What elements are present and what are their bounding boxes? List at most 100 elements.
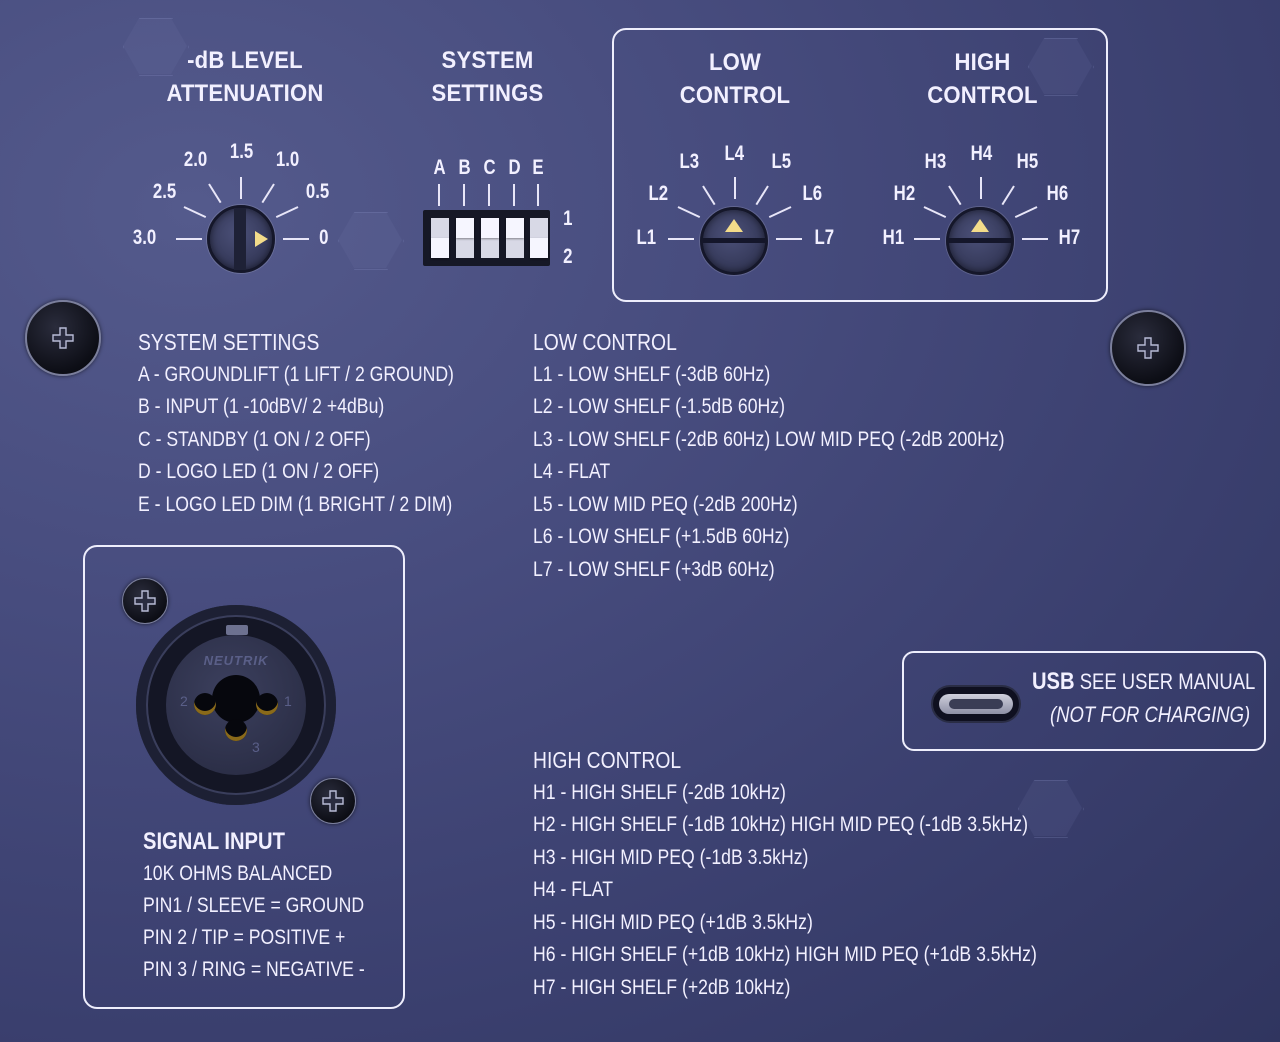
- tick-mark: [668, 238, 694, 240]
- panel-screw-right: [1110, 310, 1186, 386]
- attenuation-title-line1: -dB LEVEL: [187, 47, 303, 74]
- signal-input-line: PIN 2 / TIP = POSITIVE +: [143, 926, 346, 949]
- neutrik-logo: NEUTRIK: [203, 653, 269, 668]
- attenuation-label-0: 0: [319, 226, 329, 249]
- legend-item: E - LOGO LED DIM (1 BRIGHT / 2 DIM): [138, 492, 453, 516]
- legend-item: L2 - LOW SHELF (-1.5dB 60Hz): [533, 395, 785, 418]
- usb-box: [902, 651, 1266, 751]
- tick-mark: [208, 183, 222, 204]
- usb-port-shell: [939, 694, 1013, 714]
- knob-slot: [949, 238, 1011, 243]
- attenuation-knob[interactable]: [207, 205, 275, 273]
- jack-face: NEUTRIK 2 1 3: [166, 635, 306, 775]
- emboss-hexagon-outline: [338, 212, 404, 270]
- legend-item: L4 - FLAT: [533, 460, 611, 483]
- dip-switch-e[interactable]: [530, 218, 548, 258]
- legend-item: L1 - LOW SHELF (-3dB 60Hz): [533, 362, 771, 386]
- panel-screw-left: [25, 300, 101, 376]
- system-settings-legend-title: SYSTEM SETTINGS: [138, 329, 320, 355]
- system-settings-title: SYSTEM SETTINGS: [416, 44, 559, 110]
- xlr-pin-hole: [256, 693, 278, 715]
- legend-item: H4 - FLAT: [533, 878, 614, 901]
- low-control-legend: LOW CONTROL L1 - LOW SHELF (-3dB 60Hz) L…: [533, 326, 1005, 586]
- dip-switch-d[interactable]: [506, 218, 524, 258]
- knob-slot: [703, 238, 765, 243]
- high-label-h2: H2: [893, 182, 916, 205]
- connector-screw-bottom: [310, 778, 356, 824]
- legend-item: H7 - HIGH SHELF (+2dB 10kHz): [533, 975, 791, 999]
- attenuation-label-1-0: 1.0: [275, 148, 300, 171]
- system-settings-title-line1: SYSTEM: [441, 47, 534, 74]
- low-label-l2: L2: [648, 182, 669, 205]
- high-label-h4: H4: [970, 142, 993, 165]
- legend-item: A - GROUNDLIFT (1 LIFT / 2 GROUND): [138, 362, 454, 386]
- high-control-title-line1: HIGH: [954, 49, 1011, 76]
- switch-lever: [506, 218, 524, 238]
- tick-mark: [537, 184, 539, 206]
- low-label-l4: L4: [724, 142, 745, 165]
- xlr-combo-jack[interactable]: NEUTRIK 2 1 3: [136, 605, 336, 805]
- switch-lever: [481, 218, 499, 238]
- legend-item: H3 - HIGH MID PEQ (-1dB 3.5kHz): [533, 845, 809, 869]
- switch-label-b: B: [458, 156, 471, 179]
- usb-label-bold: USB: [1032, 668, 1075, 695]
- high-control-title: HIGH CONTROL: [907, 46, 1059, 112]
- low-label-l5: L5: [771, 150, 792, 173]
- system-settings-legend: SYSTEM SETTINGS A - GROUNDLIFT (1 LIFT /…: [138, 326, 454, 521]
- switch-lever: [456, 218, 474, 238]
- pin-number: 3: [252, 739, 260, 755]
- screw-cross-icon: [134, 590, 156, 612]
- emboss-hexagon-outline: [123, 18, 189, 76]
- switch-row-label-2: 2: [563, 245, 573, 268]
- tick-mark: [914, 238, 940, 240]
- signal-input-line: 10K OHMS BALANCED: [143, 862, 333, 885]
- legend-item: L3 - LOW SHELF (-2dB 60Hz) LOW MID PEQ (…: [533, 427, 1005, 451]
- switch-lever: [431, 238, 449, 258]
- high-control-knob[interactable]: [946, 207, 1014, 275]
- low-label-l7: L7: [814, 226, 835, 249]
- low-control-knob[interactable]: [700, 207, 768, 275]
- knob-slot: [234, 208, 246, 270]
- legend-item: H5 - HIGH MID PEQ (+1dB 3.5kHz): [533, 910, 813, 934]
- usb-label: USB SEE USER MANUAL: [1032, 668, 1255, 696]
- high-label-h3: H3: [924, 150, 947, 173]
- latch-tab[interactable]: [226, 625, 248, 635]
- dip-switch-block: [423, 210, 550, 266]
- dip-switch-b[interactable]: [456, 218, 474, 258]
- attenuation-label-1-5: 1.5: [229, 140, 254, 163]
- low-label-l1: L1: [636, 226, 657, 249]
- legend-item: D - LOGO LED (1 ON / 2 OFF): [138, 460, 380, 483]
- dip-switch-a[interactable]: [431, 218, 449, 258]
- signal-input-text: SIGNAL INPUT 10K OHMS BALANCED PIN1 / SL…: [143, 826, 365, 986]
- legend-item: B - INPUT (1 -10dBV/ 2 +4dBu): [138, 395, 385, 418]
- switch-label-e: E: [532, 156, 544, 179]
- jack-center-hole: [212, 675, 260, 723]
- xlr-pin-hole: [225, 719, 247, 741]
- tick-mark: [1022, 238, 1048, 240]
- switch-label-d: D: [508, 156, 521, 179]
- screw-cross-icon: [1137, 337, 1159, 359]
- usb-note: (NOT FOR CHARGING): [1050, 702, 1251, 727]
- tick-mark: [438, 184, 440, 206]
- emboss-hexagon-outline: [1028, 38, 1094, 96]
- tick-mark: [513, 184, 515, 206]
- switch-label-a: A: [433, 156, 446, 179]
- signal-input-title: SIGNAL INPUT: [143, 828, 285, 855]
- tick-mark: [463, 184, 465, 206]
- attenuation-label-0-5: 0.5: [305, 180, 330, 203]
- emboss-hexagon: [123, 18, 187, 74]
- dip-switch-c[interactable]: [481, 218, 499, 258]
- tick-mark: [980, 177, 982, 199]
- emboss-hexagon-outline: [1018, 780, 1084, 838]
- tick-mark: [488, 184, 490, 206]
- legend-item: L6 - LOW SHELF (+1.5dB 60Hz): [533, 525, 790, 548]
- high-label-h5: H5: [1016, 150, 1039, 173]
- low-control-legend-title: LOW CONTROL: [533, 329, 677, 355]
- attenuation-title-line2: ATTENUATION: [166, 80, 324, 107]
- indicator-arrow-icon: [255, 231, 268, 247]
- attenuation-label-2-5: 2.5: [152, 180, 177, 203]
- low-control-title-line2: CONTROL: [679, 82, 791, 109]
- usb-c-port[interactable]: [933, 687, 1019, 721]
- tick-mark: [275, 206, 299, 219]
- tick-mark: [176, 238, 202, 240]
